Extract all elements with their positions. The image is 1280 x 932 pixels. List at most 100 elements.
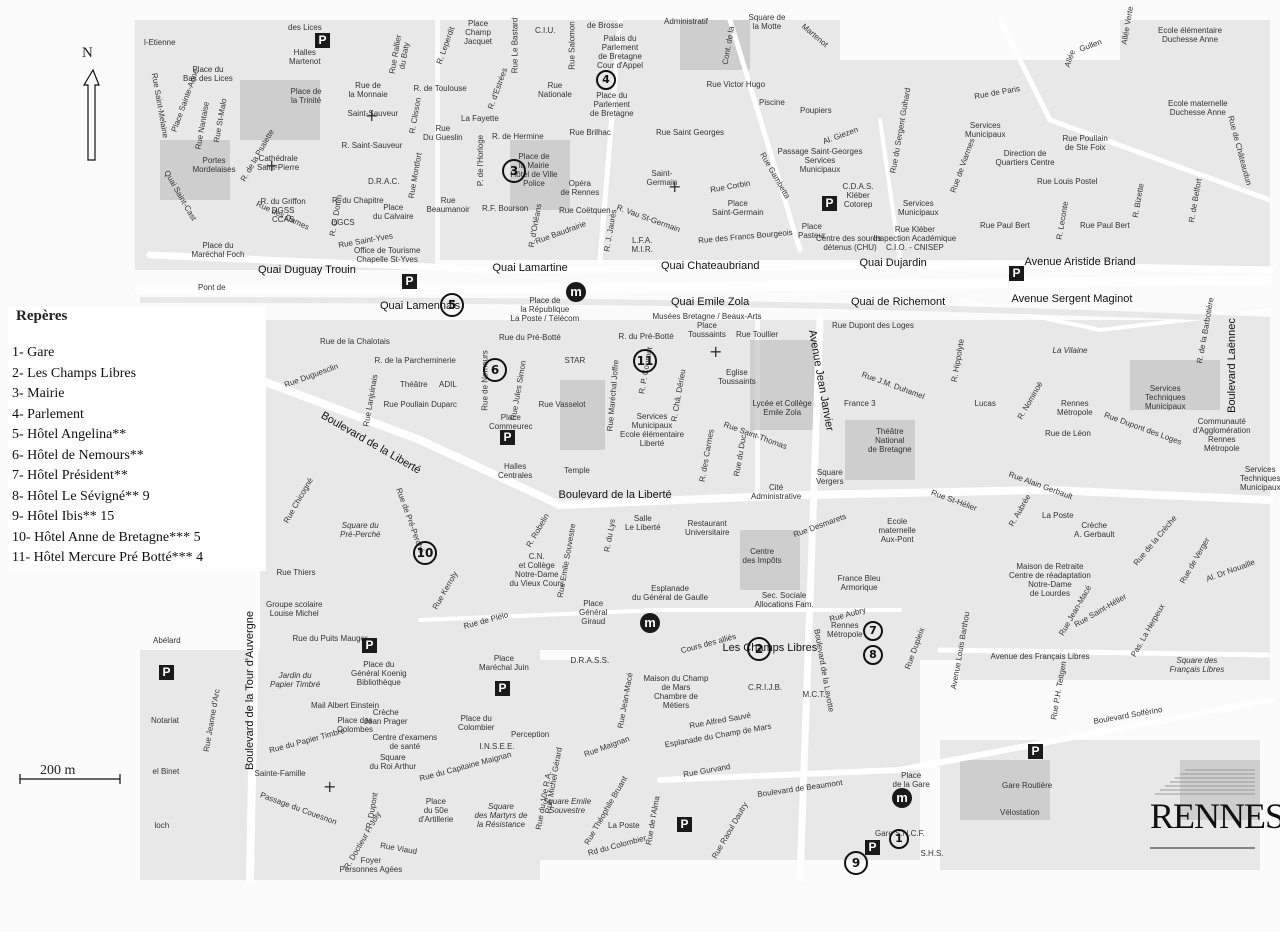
street-label: Office de Tourisme Chapelle St-Yves	[354, 246, 421, 264]
street-label: Direction de Quartiers Centre	[995, 149, 1055, 167]
street-label: Services Techniques Municipaux	[1240, 464, 1280, 492]
handwritten-marker: 2	[747, 637, 771, 661]
street-label: Lucas	[974, 398, 996, 408]
street-label: Rue Vasselot	[538, 399, 586, 409]
logo-frame	[1150, 769, 1255, 849]
street-label: Services Municipaux	[965, 121, 1006, 139]
street-label: Rue Coëtquen	[559, 205, 611, 215]
street-label: Place Champ Jacquet	[464, 18, 493, 46]
street-label: Avenue des Français Libres	[990, 651, 1090, 661]
street-label: Place du Maréchal Foch	[191, 241, 245, 259]
street-label: Centre d'examens de santé	[372, 733, 438, 751]
street-label: Place Général Giraud	[579, 598, 608, 626]
street-label: Place du Général Koenig Bibliothèque	[351, 659, 407, 687]
street-label: Avenue Sergent Maginot	[1011, 292, 1133, 305]
street-label: Place du 50e d'Artillerie	[418, 796, 454, 824]
handwritten-marker: 3	[502, 159, 526, 183]
street-label: Eglise Toussaints	[718, 368, 756, 386]
legend-item: 7- Hôtel Président**	[12, 468, 128, 483]
street-label: Boulevard de la Liberté	[558, 488, 672, 501]
street-label: Square de la Motte	[748, 13, 786, 31]
street-label: Quai Dujardin	[859, 256, 927, 269]
street-label: Temple	[564, 465, 590, 475]
street-label: Pont de	[198, 282, 226, 292]
street-label: Quai Chateaubriand	[661, 259, 760, 272]
street-label: Portes Mordelaises	[192, 156, 236, 174]
street-label: Mail Albert Einstein	[311, 700, 380, 710]
street-label: Place de la Gare	[892, 771, 930, 789]
street-label: Restaurant Universitaire	[685, 519, 730, 537]
street-label: France Bleu Armorique	[837, 574, 881, 592]
scale-label: 200 m	[40, 763, 76, 778]
street-label: Centre des sourds- détenus (CHU)	[816, 234, 885, 252]
handwritten-marker: 6	[483, 358, 507, 382]
street-label: Square des Martyrs de la Résistance	[474, 801, 528, 829]
north-arrow	[82, 68, 100, 161]
street-label: R. du Chapitre	[332, 195, 384, 205]
street-label: La Vilaine	[1052, 345, 1088, 355]
street-label: Rue Beaumanoir	[426, 196, 470, 214]
street-label: Cité Administrative	[751, 483, 802, 501]
street-label: Communauté d'Agglomération Rennes Métrop…	[1193, 417, 1251, 453]
legend-item: 1- Gare	[12, 345, 55, 360]
street-label: Jardin du Papier Timbré	[270, 671, 321, 689]
street-label: ADIL	[439, 379, 457, 389]
street-label: Abélard	[153, 635, 181, 645]
legend-item: 6- Hôtel de Nemours**	[12, 447, 144, 463]
street-label: Lycée et Collège Emile Zola	[752, 399, 812, 417]
street-label: D.R.A.C.	[368, 176, 400, 186]
street-label: loch	[154, 820, 170, 830]
parking-icon: P	[677, 817, 692, 832]
handwritten-marker: 4	[596, 70, 616, 90]
street-label: Rue Brilhac	[569, 127, 611, 137]
church-cross-icon: +	[323, 777, 337, 796]
street-label: Crèche Jean Prager	[364, 708, 408, 726]
scale-bar	[19, 774, 121, 784]
street-label: el Binet	[152, 766, 180, 776]
street-label: Maison de Retraite Centre de réadaptatio…	[1009, 562, 1091, 598]
street-label: Groupe scolaire Louise Michel	[266, 600, 323, 618]
street-label: Avenue Aristide Briand	[1024, 255, 1136, 268]
handwritten-marker: 7	[863, 621, 883, 641]
street-label: Boulevard de la Tour d'Auvergne	[243, 610, 256, 770]
metro-icon: m	[892, 788, 912, 808]
parking-icon: P	[865, 840, 880, 855]
street-label: D.R.A.S.S.	[570, 655, 610, 665]
legend-title: Repères	[16, 308, 68, 324]
street-label: Ecole maternelle Duchesse Anne	[1168, 99, 1228, 117]
street-label: Sec. Sociale Allocations Fam.	[754, 591, 814, 609]
street-label: Square Vergers	[816, 468, 844, 486]
street-label: Rue Salomon	[567, 20, 577, 70]
church-cross-icon: +	[365, 106, 379, 125]
street-label: Quai Lamennais	[380, 299, 461, 312]
street-label: Boulevard Laënnec	[1225, 317, 1238, 413]
street-label: Services Techniques Municipaux	[1145, 383, 1186, 411]
street-label: Place Saint-Germain	[712, 199, 764, 217]
parking-icon: P	[362, 638, 377, 653]
street-label: Perception	[511, 729, 550, 739]
street-label: Passage Saint-Georges Services Municipau…	[777, 146, 863, 174]
rennes-logo: RENNES	[1150, 796, 1280, 836]
street-label: Rue Poullain Duparc	[383, 399, 457, 409]
street-label: Place Maréchal Juin	[479, 654, 529, 672]
street-label: R. du Griffon DGSS CCAS	[260, 196, 306, 224]
street-label: Théâtre	[400, 379, 428, 389]
street-label: Rue Le Bastard	[510, 17, 520, 73]
street-label: Quai de Richemont	[851, 295, 946, 308]
street-label: R. de la Parcheminerie	[374, 355, 456, 365]
street-label: Place de la Trinité	[290, 87, 322, 105]
legend-item: 9- Hôtel Ibis** 15	[12, 509, 115, 524]
street-label: France 3	[844, 398, 876, 408]
church-cross-icon: +	[265, 156, 279, 175]
street-label: Poupiers	[800, 105, 832, 115]
street-label: Administratif	[664, 16, 709, 26]
street-label: Esplanade du Général de Gaulle	[632, 584, 709, 602]
north-label: N	[82, 45, 93, 61]
street-label: Place du Calvaire	[373, 203, 414, 221]
street-label: DGCS	[331, 217, 355, 227]
street-label: Foyer Personnes Agées	[339, 856, 403, 874]
street-label: Crèche A. Gerbault	[1074, 521, 1115, 539]
parking-icon: P	[822, 196, 837, 211]
street-label: Ecole maternelle Aux-Pont	[878, 516, 916, 544]
